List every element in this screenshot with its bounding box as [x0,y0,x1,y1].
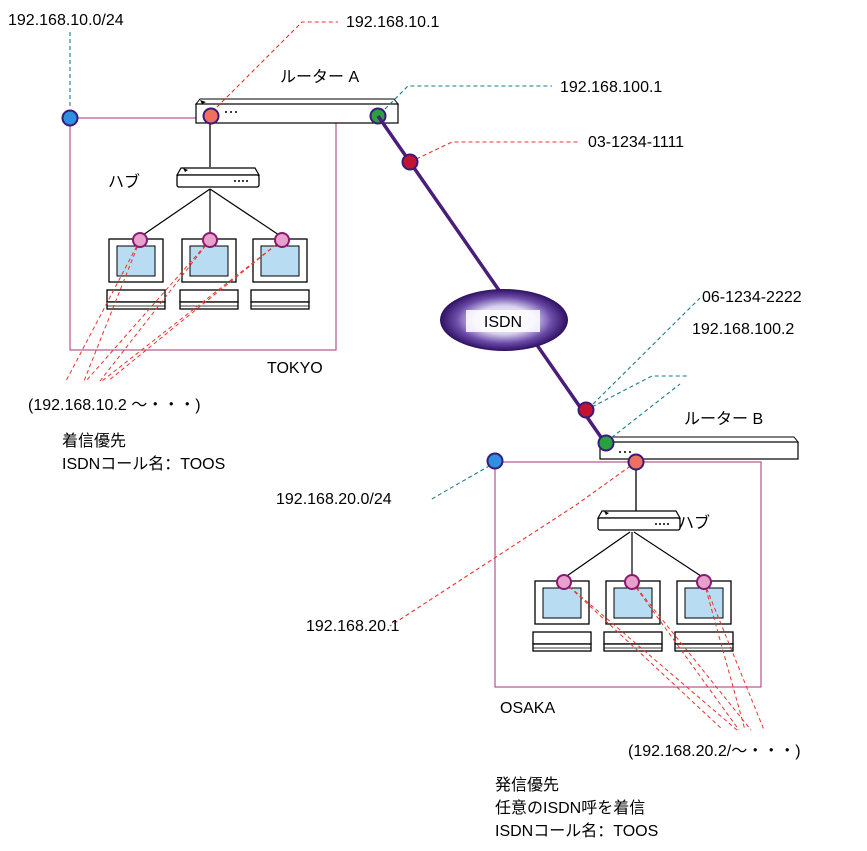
tokyo-lan-box [69,117,337,351]
router-a-wan-ip: 192.168.100.1 [560,79,662,96]
tokyo-site-name: TOKYO [267,360,323,377]
osaka-pc-icon [532,580,592,652]
osaka-isdn-number: 06-1234-2222 [702,289,802,306]
tokyo-hub-icon [176,167,260,188]
router-b-wan-ip: 192.168.100.2 [692,321,794,338]
router-b-wan-port-icon [597,434,615,452]
tokyo-hosts-range: (192.168.10.2 ～・・・) [28,397,201,414]
osaka-hub-icon [597,510,681,531]
router-b [598,436,800,460]
isdn-cloud: ISDN [440,289,568,351]
tokyo-hub-label: ハブ [108,172,140,191]
router-b-lan-port-icon [627,453,645,471]
router-a [194,98,400,124]
osaka-note: 任意のISDN呼を着信 [495,798,645,817]
osaka-note: ISDNコール名：TOOS [495,822,658,840]
tokyo-note: ISDNコール名：TOOS [62,455,225,473]
pc-port-icon [556,574,572,590]
tokyo-note: 着信優先 [62,432,126,450]
pc-port-icon [624,574,640,590]
tokyo-pc-icon [250,238,310,310]
osaka-pc-icon [603,580,663,652]
pc-port-icon [202,232,218,248]
osaka-network-label: 192.168.20.0/24 [276,491,392,508]
tokyo-network-port-icon [61,109,79,127]
router-b-lan-ip: 192.168.20.1 [306,618,400,635]
router-a-lan-ip: 192.168.10.1 [346,14,440,31]
router-b-name: ルーター B [684,410,763,428]
osaka-site: 06-1234-2222 192.168.100.2 ルーター B 192.16… [276,289,802,840]
isdn-link [376,115,607,444]
tokyo-isdn-number: 03-1234-1111 [588,134,684,151]
isdn-label: ISDN [484,314,522,331]
pc-port-icon [132,232,148,248]
osaka-hosts-range: (192.168.20.2/～・・・) [628,743,801,760]
tokyo-isdn-port-icon [401,153,419,171]
osaka-lan-box [494,461,762,688]
pc-port-icon [274,232,290,248]
router-a-lan-port-icon [202,107,220,125]
osaka-network-port-icon [486,452,504,470]
osaka-hub-label: ハブ [678,513,710,532]
tokyo-site: 192.168.10.0/24 192.168.10.1 ルーター A 192.… [8,12,684,473]
tokyo-network-label: 192.168.10.0/24 [8,12,124,29]
osaka-site-name: OSAKA [500,700,555,717]
router-a-name: ルーター A [280,68,359,86]
osaka-note: 発信優先 [495,776,559,794]
osaka-isdn-port-icon [577,401,595,419]
pc-port-icon [696,574,712,590]
tokyo-pc-icon [179,238,239,310]
osaka-pc-icon [674,580,734,652]
